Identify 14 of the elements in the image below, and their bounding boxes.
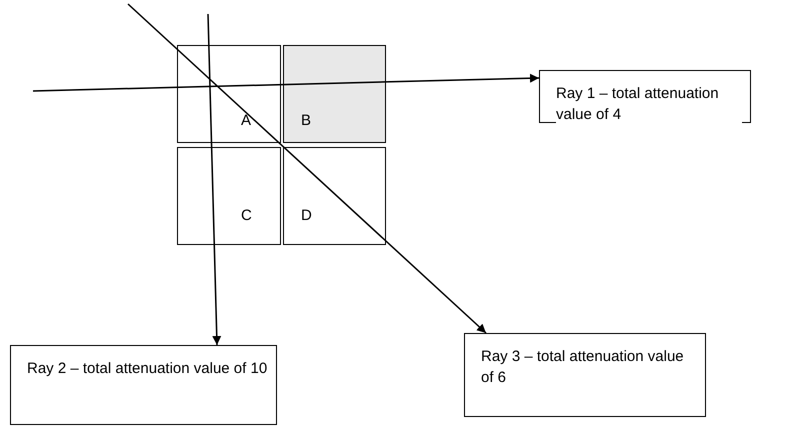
cell-label: B xyxy=(301,112,312,129)
grid-cell xyxy=(283,147,386,245)
grid-cell xyxy=(177,147,281,245)
ray-arrow xyxy=(128,3,486,334)
ray-arrow xyxy=(32,74,540,92)
cell-label: C xyxy=(241,207,252,224)
text-box xyxy=(10,345,277,425)
text-box xyxy=(539,70,751,123)
cell-label: D xyxy=(301,207,312,224)
grid-cell xyxy=(177,45,281,143)
cell-label: A xyxy=(241,112,252,129)
ray-arrow xyxy=(207,14,222,346)
text-box xyxy=(464,333,706,417)
grid-cell xyxy=(283,45,386,143)
